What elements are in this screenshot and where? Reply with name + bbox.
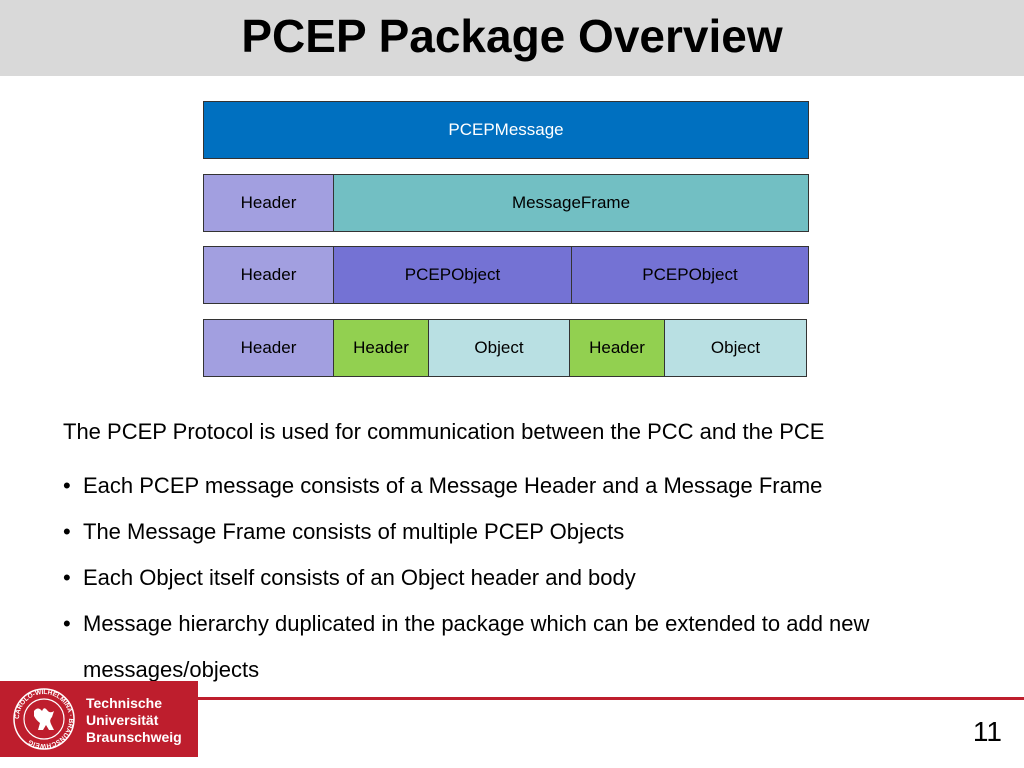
bullet-item: The Message Frame consists of multiple P… bbox=[63, 509, 963, 555]
diagram-row-frame: Header MessageFrame bbox=[203, 174, 809, 232]
message-header-box: Header bbox=[203, 174, 334, 232]
slide-title: PCEP Package Overview bbox=[241, 10, 783, 62]
pcep-object-box: PCEPObject bbox=[333, 246, 572, 304]
university-seal-icon: CAROLO-WILHELMINA · BRAUNSCHWEIG bbox=[13, 688, 75, 750]
message-header-box: Header bbox=[203, 246, 334, 304]
bullet-item: Each PCEP message consists of a Message … bbox=[63, 463, 963, 509]
diagram-row-object-parts: Header Header Object Header Object bbox=[203, 319, 807, 377]
pcep-message-box: PCEPMessage bbox=[203, 101, 809, 159]
bullet-item: Message hierarchy duplicated in the pack… bbox=[63, 601, 963, 693]
message-frame-box: MessageFrame bbox=[333, 174, 809, 232]
diagram-row-objects: Header PCEPObject PCEPObject bbox=[203, 246, 809, 304]
intro-text: The PCEP Protocol is used for communicat… bbox=[63, 419, 825, 444]
object-body-box: Object bbox=[428, 319, 570, 377]
object-body-box: Object bbox=[664, 319, 807, 377]
object-header-box: Header bbox=[569, 319, 665, 377]
object-header-box: Header bbox=[333, 319, 429, 377]
page-number: 11 bbox=[972, 716, 1002, 747]
bullet-item: Each Object itself consists of an Object… bbox=[63, 555, 963, 601]
university-logo: CAROLO-WILHELMINA · BRAUNSCHWEIG Technis… bbox=[0, 681, 198, 757]
university-name: Technische Universität Braunschweig bbox=[86, 695, 182, 745]
footer-rule bbox=[198, 697, 1024, 700]
bullet-list: Each PCEP message consists of a Message … bbox=[63, 463, 963, 693]
pcep-object-box: PCEPObject bbox=[571, 246, 809, 304]
title-bar bbox=[0, 0, 1024, 76]
message-header-box: Header bbox=[203, 319, 334, 377]
diagram-row-message: PCEPMessage bbox=[203, 101, 809, 159]
slide-body: The PCEP Protocol is used for communicat… bbox=[63, 417, 963, 693]
